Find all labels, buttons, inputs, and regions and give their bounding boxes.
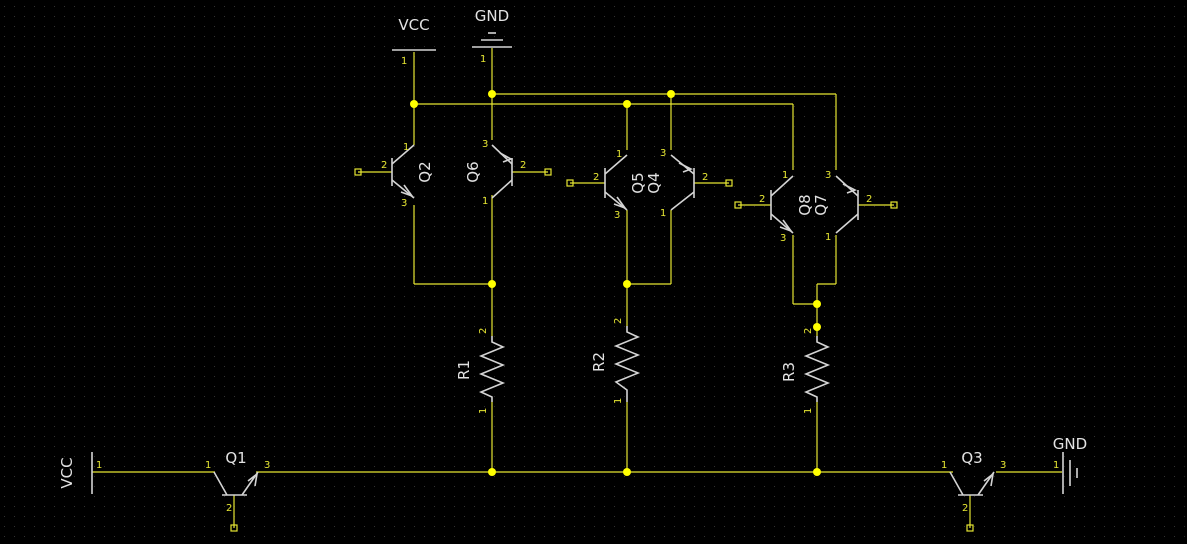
svg-text:3: 3 — [264, 460, 270, 471]
resistor-r3: 2 1 R3 — [780, 328, 831, 414]
resistor-r1: 2 1 R1 — [455, 328, 506, 414]
svg-text:2: 2 — [702, 172, 708, 183]
svg-text:2: 2 — [613, 318, 624, 324]
q6-label: Q6 — [464, 161, 482, 182]
resistor-r2: 2 1 R2 — [590, 318, 641, 404]
svg-text:1: 1 — [480, 54, 486, 65]
junction-dot — [813, 323, 821, 331]
svg-text:1: 1 — [401, 56, 407, 67]
vcc-left-symbol: VCC 1 — [58, 452, 102, 494]
gnd-top-label: GND — [475, 7, 509, 25]
junction-dot — [623, 468, 631, 476]
junction-dot — [667, 90, 675, 98]
svg-text:3: 3 — [482, 139, 488, 150]
svg-text:1: 1 — [482, 196, 488, 207]
junction-dot — [488, 468, 496, 476]
svg-text:2: 2 — [520, 160, 526, 171]
svg-text:1: 1 — [782, 170, 788, 181]
svg-text:1: 1 — [660, 208, 666, 219]
svg-text:2: 2 — [962, 503, 968, 514]
wires — [92, 48, 1062, 528]
vcc-top-symbol: VCC 1 — [392, 16, 436, 67]
r3-label: R3 — [780, 362, 798, 382]
junction-dot — [623, 280, 631, 288]
svg-text:3: 3 — [614, 210, 620, 221]
junction-dot — [623, 100, 631, 108]
svg-text:1: 1 — [613, 398, 624, 404]
q4-label: Q4 — [645, 172, 663, 193]
q8-label: Q8 — [796, 194, 814, 215]
transistor-q2: 1 2 3 Q2 — [381, 142, 434, 209]
transistor-q3: 1 3 2 Q3 — [941, 449, 1006, 514]
gnd-right-symbol: GND 1 — [1053, 435, 1087, 494]
svg-text:2: 2 — [381, 160, 387, 171]
gnd-top-symbol: GND 1 — [472, 7, 512, 65]
transistor-q7: 3 2 1 Q7 — [812, 170, 872, 243]
junction-dot — [813, 300, 821, 308]
pin-terminals — [230, 168, 974, 532]
transistor-q1: 1 3 2 Q1 — [205, 449, 270, 514]
svg-text:3: 3 — [1000, 460, 1006, 471]
svg-text:1: 1 — [941, 460, 947, 471]
transistor-q5: 1 2 3 Q5 — [593, 149, 647, 221]
gnd-right-label: GND — [1053, 435, 1087, 453]
junction-dot — [410, 100, 418, 108]
svg-text:2: 2 — [593, 172, 599, 183]
svg-text:1: 1 — [1053, 460, 1059, 471]
grid — [4, 6, 1185, 537]
svg-text:2: 2 — [478, 328, 489, 334]
svg-text:1: 1 — [205, 460, 211, 471]
transistor-q6: 3 2 1 Q6 — [464, 139, 526, 207]
junction-dot — [813, 468, 821, 476]
transistor-q8: 1 2 3 Q8 — [759, 170, 814, 244]
vcc-left-label: VCC — [58, 457, 76, 488]
q7-label: Q7 — [812, 194, 830, 215]
svg-text:1: 1 — [803, 408, 814, 414]
svg-text:3: 3 — [660, 148, 666, 159]
svg-text:2: 2 — [866, 194, 872, 205]
q1-label: Q1 — [225, 449, 246, 467]
q5-label: Q5 — [629, 172, 647, 193]
r1-label: R1 — [455, 360, 473, 380]
junction-dot — [488, 280, 496, 288]
svg-text:1: 1 — [96, 460, 102, 471]
q2-label: Q2 — [416, 161, 434, 182]
vcc-top-label: VCC — [398, 16, 429, 34]
svg-text:1: 1 — [403, 142, 409, 153]
svg-text:1: 1 — [825, 232, 831, 243]
svg-text:1: 1 — [616, 149, 622, 160]
transistor-q4: 3 2 1 Q4 — [645, 148, 708, 219]
svg-text:1: 1 — [478, 408, 489, 414]
grid-dots — [4, 6, 1185, 537]
q3-label: Q3 — [961, 449, 982, 467]
svg-text:3: 3 — [401, 198, 407, 209]
svg-text:2: 2 — [226, 503, 232, 514]
svg-text:3: 3 — [780, 233, 786, 244]
svg-text:3: 3 — [825, 170, 831, 181]
junctions — [410, 90, 821, 476]
r2-label: R2 — [590, 352, 608, 372]
svg-text:2: 2 — [759, 194, 765, 205]
junction-dot — [488, 90, 496, 98]
svg-text:2: 2 — [803, 328, 814, 334]
